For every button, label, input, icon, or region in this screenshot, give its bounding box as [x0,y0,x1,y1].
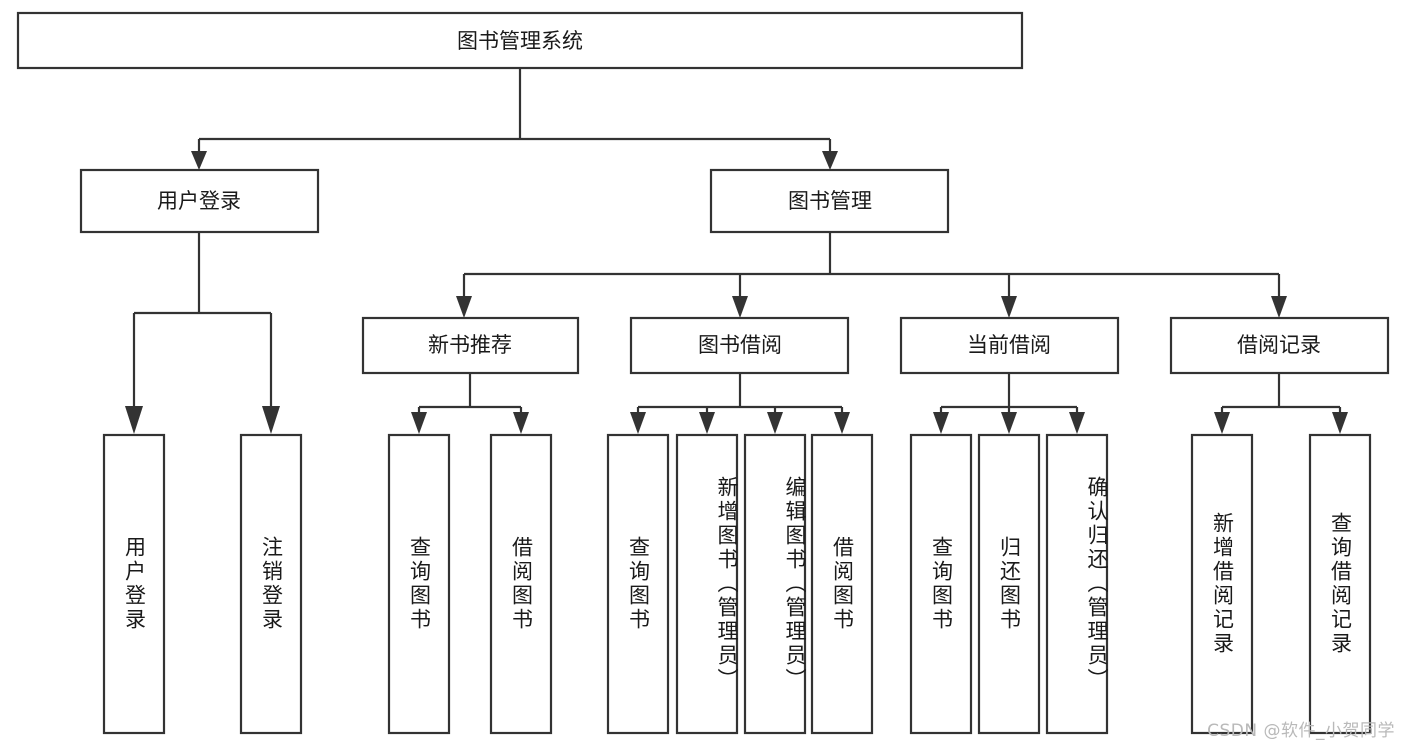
node-book-manage-box[interactable] [709,168,950,234]
arrow-head-leaf-confirm-return [1069,412,1085,434]
arrow-head-book-manage [822,151,838,170]
leaf-add-book-box[interactable] [675,433,739,735]
arrow-head-leaf-query-book-1 [411,412,427,434]
node-borrow-record-box[interactable] [1169,316,1390,375]
node-current-borrow-label: 当前借阅 [967,333,1051,357]
arrow-head-new-book-recommend [456,296,472,318]
arrow-head-user-login [191,151,207,170]
node-root-box[interactable] [16,11,1024,70]
leaf-query-book-1-box[interactable] [387,433,451,735]
arrow-head-leaf-edit-book [767,412,783,434]
node-user-login-label: 用户登录 [157,189,241,213]
arrow-head-leaf-user-login [125,406,143,434]
leaf-confirm-return-box[interactable] [1045,433,1109,735]
node-current-borrow-box[interactable] [899,316,1120,375]
node-root-label: 图书管理系统 [457,29,583,53]
leaf-user-login-box[interactable] [102,433,166,735]
leaf-query-record-box[interactable] [1308,433,1372,735]
node-box-group: 图书管理系统 用户登录 图书管理 新书推荐 图书借阅 当前借阅 借阅记录 [16,11,1390,735]
connector-group [125,68,1348,434]
leaf-borrow-book-1-box[interactable] [489,433,553,735]
leaf-query-book-3-box[interactable] [909,433,973,735]
arrow-head-leaf-return-book [1001,412,1017,434]
arrow-head-leaf-borrow-book-1 [513,412,529,434]
leaf-borrow-book-2-box[interactable] [810,433,874,735]
leaf-query-book-2-box[interactable] [606,433,670,735]
node-book-borrow-box[interactable] [629,316,850,375]
arrow-head-leaf-add-book [699,412,715,434]
arrow-head-current-borrow [1001,296,1017,318]
node-user-login-box[interactable] [79,168,320,234]
leaf-logout-login-box[interactable] [239,433,303,735]
leaf-edit-book-box[interactable] [743,433,807,735]
arrow-head-leaf-query-book-3 [933,412,949,434]
node-new-book-recommend-label: 新书推荐 [428,333,512,357]
arrow-head-leaf-add-record [1214,412,1230,434]
csdn-watermark: CSDN @软件_小贺同学 [1207,721,1395,741]
leaf-add-record-box[interactable] [1190,433,1254,735]
node-book-borrow-label: 图书借阅 [698,333,782,357]
node-borrow-record-label: 借阅记录 [1237,333,1321,357]
arrow-head-leaf-borrow-book-2 [834,412,850,434]
node-new-book-recommend-box[interactable] [361,316,580,375]
arrow-head-leaf-query-book-2 [630,412,646,434]
arrow-head-book-borrow [732,296,748,318]
arrow-head-leaf-query-record [1332,412,1348,434]
arrow-head-leaf-logout-login [262,406,280,434]
arrow-head-borrow-record [1271,296,1287,318]
node-book-manage-label: 图书管理 [788,189,872,213]
leaf-return-book-box[interactable] [977,433,1041,735]
